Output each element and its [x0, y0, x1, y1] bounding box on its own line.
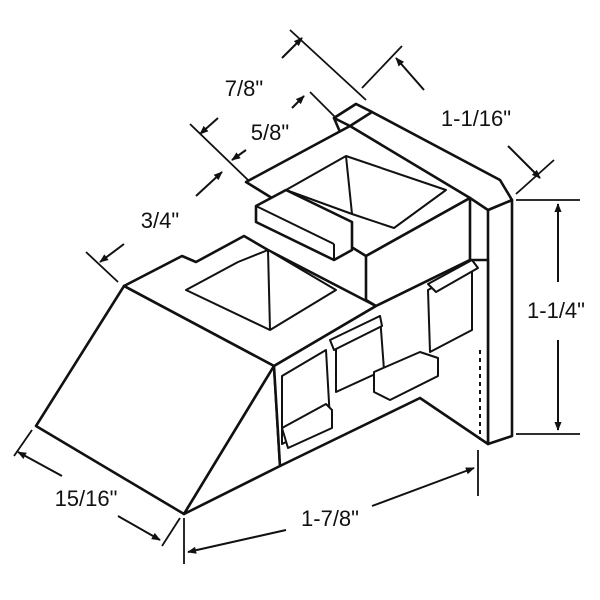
front-notch-left-tab — [281, 403, 333, 449]
label-inner-slot: 5/8" — [251, 120, 289, 145]
front-tab-right — [427, 259, 479, 293]
dimension-inner-slot: 5/8" — [231, 91, 337, 161]
upper-tab-edge — [255, 205, 335, 245]
end-plate-side-face — [332, 102, 514, 212]
part-body — [34, 102, 514, 516]
label-overall-length: 1-7/8" — [301, 506, 359, 531]
dimension-top-width: 1-1/16" — [361, 45, 555, 195]
front-tab-lower — [373, 351, 439, 401]
label-overall-height: 1-1/4" — [527, 298, 585, 323]
upper-tab — [254, 188, 354, 262]
dimension-base-width: 15/16" — [13, 429, 181, 547]
dimension-lower-step: 3/4" — [85, 171, 223, 283]
front-tab-middle — [329, 315, 383, 351]
dimension-overall-height: 1-1/4" — [516, 199, 585, 435]
label-lower-step: 3/4" — [141, 208, 179, 233]
upper-slot-back-edge — [393, 189, 447, 229]
dimension-upper-step: 7/8" — [189, 29, 367, 181]
dimension-overall-length: 1-7/8" — [183, 450, 479, 564]
label-upper-step: 7/8" — [225, 76, 263, 101]
lower-slot-inner-edge — [267, 249, 271, 331]
end-plate-front-face — [486, 198, 514, 446]
label-base-width: 15/16" — [55, 486, 118, 511]
upper-slot-inner-edge — [345, 155, 353, 215]
lower-slot-opening — [185, 249, 337, 331]
label-top-width: 1-1/16" — [441, 106, 511, 131]
end-plate-top-ledge — [332, 102, 374, 128]
